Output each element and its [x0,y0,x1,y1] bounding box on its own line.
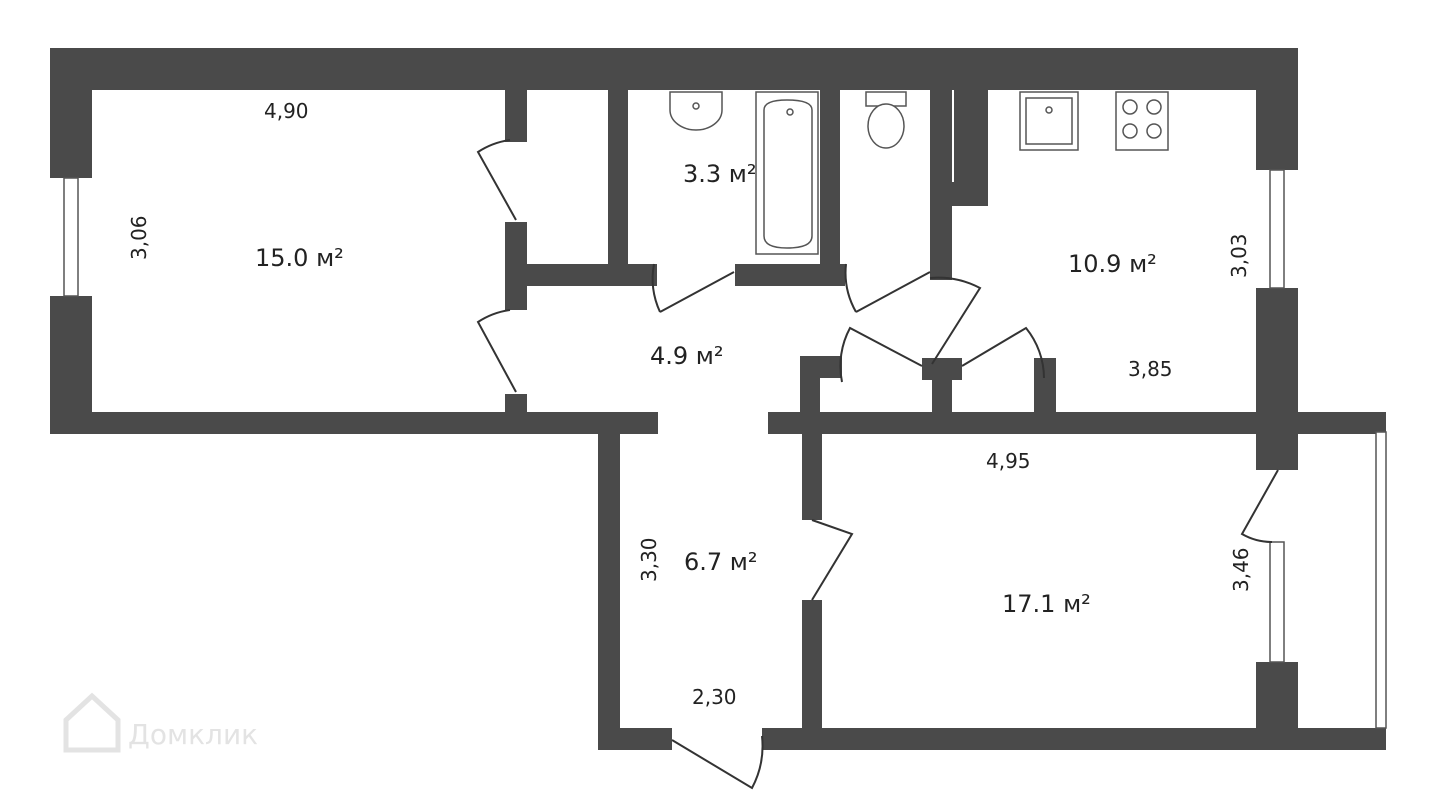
door-kitchen-a [929,276,982,365]
door-closet [476,139,517,221]
kitchen-area: 10.9 м² [1068,250,1157,278]
balcony-railing [1375,431,1387,729]
door-left-room [476,309,517,393]
window-left [63,177,79,297]
house-logo-icon [63,692,121,753]
room-right-height: 3,46 [1229,547,1253,592]
room-right-area: 17.1 м² [1002,590,1091,618]
sink-icon [669,91,723,131]
walls [50,48,1386,750]
kitchen-height: 3,03 [1227,233,1251,278]
watermark: Домклик [63,692,258,753]
watermark-brand: Домклик [128,718,258,751]
toilet-icon [865,91,907,149]
door-balcony [1240,469,1279,544]
door-wc [844,263,931,313]
room-right-width: 4,95 [986,449,1031,473]
door-kitchen-b [839,326,923,383]
entrance-area: 6.7 м² [684,548,758,576]
windows [63,169,1387,729]
stove-icon [1115,91,1169,151]
door-entrance [671,735,764,790]
bathroom-area: 3.3 м² [683,160,757,188]
door-right-room [811,519,854,601]
hall-area: 4.9 м² [650,342,724,370]
doors [476,139,1279,790]
room-left-width: 4,90 [264,99,309,123]
fixtures [669,91,1169,255]
door-kitchen-c [961,326,1045,379]
bathtub-icon [755,91,819,255]
room-left-height: 3,06 [127,215,151,260]
window-kitchen [1269,169,1285,289]
door-bathroom [651,263,735,313]
entrance-width: 2,30 [692,685,737,709]
kitchen-sink-icon [1019,91,1079,151]
entrance-height: 3,30 [637,537,661,582]
kitchen-width: 3,85 [1128,357,1173,381]
room-left-area: 15.0 м² [255,244,344,272]
window-right-room [1269,541,1285,663]
